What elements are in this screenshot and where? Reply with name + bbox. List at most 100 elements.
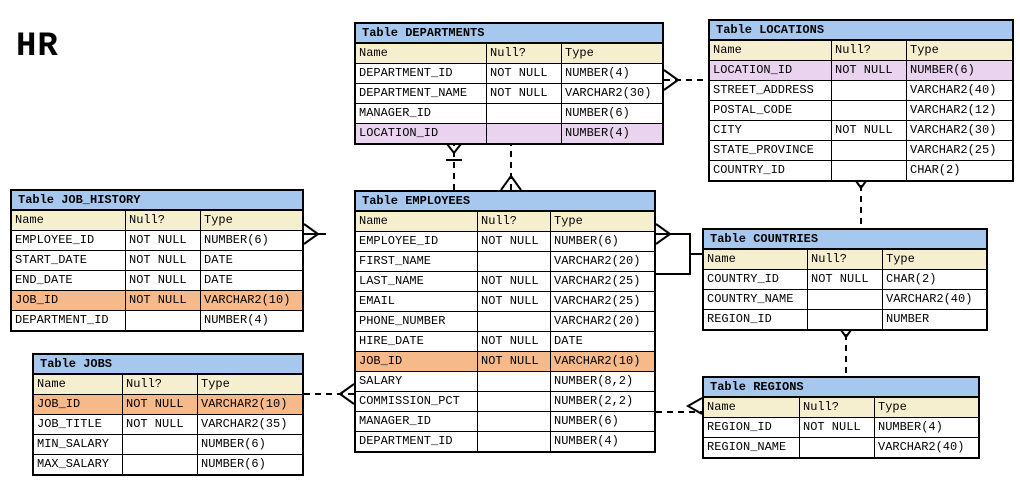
header-row: Name Null? Type — [356, 212, 654, 232]
column-name: STREET_ADDRESS — [710, 81, 832, 100]
table-employees[interactable]: Table EMPLOYEES Name Null? Type EMPLOYEE… — [354, 190, 656, 453]
header-null: Null? — [126, 211, 201, 230]
column-type: NUMBER(6) — [565, 106, 630, 120]
header-null: Null? — [478, 212, 551, 231]
column-row[interactable]: COUNTRY_ID CHAR(2) — [710, 161, 1012, 180]
header-type: Type — [910, 43, 939, 57]
header-type: Type — [878, 400, 907, 414]
column-type: CHAR(2) — [910, 163, 961, 177]
column-name: DEPARTMENT_NAME — [356, 84, 487, 103]
column-type: NUMBER(6) — [554, 414, 619, 428]
column-name: DEPARTMENT_ID — [12, 311, 126, 330]
column-type: VARCHAR2(25) — [554, 294, 641, 308]
header-row: Name Null? Type — [710, 41, 1012, 61]
column-type: VARCHAR2(40) — [910, 83, 997, 97]
column-name: MANAGER_ID — [356, 104, 487, 123]
column-name: JOB_ID — [12, 291, 126, 310]
column-type: VARCHAR2(10) — [201, 397, 288, 411]
column-null: NOT NULL — [832, 61, 907, 80]
column-null — [126, 311, 201, 330]
column-name: EMAIL — [356, 292, 478, 311]
column-name: REGION_ID — [704, 418, 800, 437]
column-type: VARCHAR2(12) — [910, 103, 997, 117]
table-countries[interactable]: Table COUNTRIES Name Null? Type COUNTRY_… — [702, 228, 988, 331]
column-type: VARCHAR2(40) — [878, 440, 965, 454]
table-title: Table COUNTRIES — [704, 230, 986, 250]
header-name: Name — [12, 211, 126, 230]
header-name: Name — [356, 44, 487, 63]
column-null: NOT NULL — [487, 64, 562, 83]
column-type: NUMBER(6) — [204, 233, 269, 247]
column-null: NOT NULL — [126, 251, 201, 270]
column-null — [832, 141, 907, 160]
header-type: Type — [201, 377, 230, 391]
column-name: PHONE_NUMBER — [356, 312, 478, 331]
header-row: Name Null? Type — [704, 398, 978, 418]
column-name: CITY — [710, 121, 832, 140]
column-name: REGION_NAME — [704, 438, 800, 457]
column-null — [832, 101, 907, 120]
column-name: LAST_NAME — [356, 272, 478, 291]
header-row: Name Null? Type — [356, 44, 662, 64]
column-type: VARCHAR2(10) — [554, 354, 641, 368]
column-null — [808, 290, 883, 309]
header-name: Name — [710, 41, 832, 60]
column-type: VARCHAR2(30) — [565, 86, 652, 100]
column-null: NOT NULL — [126, 291, 201, 310]
crowfoot-employees-top — [500, 174, 522, 191]
column-type: VARCHAR2(20) — [554, 314, 641, 328]
column-null: NOT NULL — [478, 272, 551, 291]
column-row[interactable]: MANAGER_ID NUMBER(6) — [356, 104, 662, 124]
column-null — [478, 432, 551, 451]
column-null — [123, 455, 198, 474]
table-departments[interactable]: Table DEPARTMENTS Name Null? Type DEPART… — [354, 22, 664, 145]
header-type: Type — [565, 46, 594, 60]
column-row[interactable]: REGION_NAME VARCHAR2(40) — [704, 438, 978, 457]
column-null: NOT NULL — [800, 418, 875, 437]
column-name: COMMISSION_PCT — [356, 392, 478, 411]
column-null — [832, 81, 907, 100]
table-locations[interactable]: Table LOCATIONS Name Null? Type LOCATION… — [708, 19, 1014, 182]
column-type: NUMBER(6) — [554, 234, 619, 248]
column-row[interactable]: STREET_ADDRESS VARCHAR2(40) — [710, 81, 1012, 101]
column-type: NUMBER(4) — [565, 66, 630, 80]
column-name: COUNTRY_ID — [710, 161, 832, 180]
column-name: MANAGER_ID — [356, 412, 478, 431]
column-row[interactable]: MANAGER_ID NUMBER(6) — [356, 412, 654, 432]
crowfoot-regions — [685, 397, 703, 415]
column-row[interactable]: PHONE_NUMBER VARCHAR2(20) — [356, 312, 654, 332]
column-type: VARCHAR2(40) — [886, 292, 973, 306]
table-job-history[interactable]: Table JOB_HISTORY Name Null? Type EMPLOY… — [10, 189, 304, 332]
